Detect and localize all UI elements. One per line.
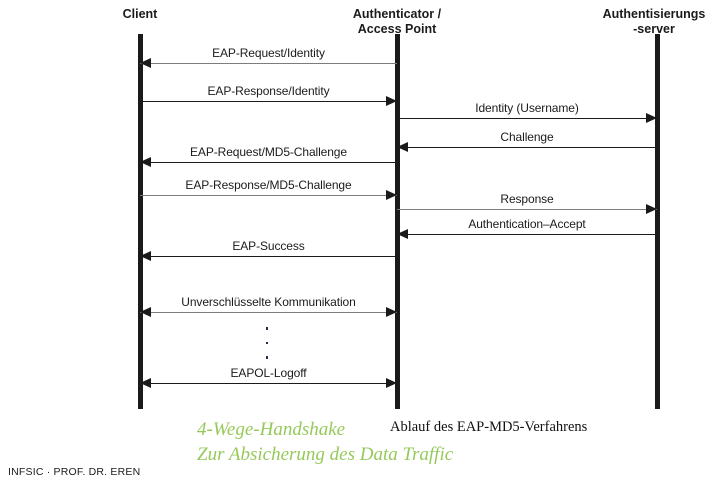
message-line <box>397 209 657 210</box>
message-label: Response <box>500 192 554 206</box>
arrowhead-right <box>646 113 657 123</box>
message-label: Unverschlüsselte Kommunikation <box>181 295 356 309</box>
arrowhead-left <box>140 157 151 167</box>
arrowhead-left <box>140 251 151 261</box>
lifeline-authenticator <box>395 34 400 409</box>
message-line <box>397 118 657 119</box>
arrowhead-left <box>397 142 408 152</box>
message-line <box>140 162 397 163</box>
message-line <box>140 312 397 313</box>
message-line <box>140 101 397 102</box>
message-label: EAP-Response/Identity <box>207 84 330 98</box>
arrowhead-left <box>140 58 151 68</box>
vertical-ellipsis-icon <box>257 327 277 371</box>
arrowhead-left <box>397 229 408 239</box>
message-label: EAP-Request/MD5-Challenge <box>190 145 347 159</box>
message-label: Identity (Username) <box>475 101 579 115</box>
message-line <box>397 147 657 148</box>
message-line <box>140 256 397 257</box>
ellipsis-dot <box>265 327 269 330</box>
arrowhead-right <box>386 307 397 317</box>
lifeline-client <box>138 34 143 409</box>
message-label: Authentication–Accept <box>468 217 586 231</box>
message-label: EAP-Request/Identity <box>212 46 325 60</box>
ellipsis-dot <box>265 341 269 344</box>
message-line <box>140 63 397 64</box>
footer-credit: INFSIC · PROF. DR. EREN <box>8 466 141 478</box>
caption-green: 4-Wege-Handshake Zur Absicherung des Dat… <box>197 419 454 465</box>
message-line <box>140 195 397 196</box>
arrowhead-right <box>386 378 397 388</box>
message-line <box>140 383 397 384</box>
lifeline-header-client: Client <box>122 7 158 21</box>
lifeline-header-authenticator: Authenticator / Access Point <box>352 7 442 36</box>
message-label: EAPOL-Logoff <box>230 366 307 380</box>
lifeline-header-auth-server: Authentisierungs -server <box>602 7 706 36</box>
arrowhead-left <box>140 307 151 317</box>
arrowhead-right <box>386 190 397 200</box>
message-label: EAP-Success <box>232 239 305 253</box>
arrowhead-right <box>386 96 397 106</box>
message-label: Challenge <box>500 130 554 144</box>
ellipsis-dot <box>265 356 269 359</box>
lifeline-auth-server <box>655 34 660 409</box>
message-line <box>397 234 657 235</box>
caption-diagram-title: Ablauf des EAP-MD5-Verfahrens <box>390 419 588 435</box>
arrowhead-left <box>140 378 151 388</box>
message-label: EAP-Response/MD5-Challenge <box>185 178 352 192</box>
arrowhead-right <box>646 204 657 214</box>
